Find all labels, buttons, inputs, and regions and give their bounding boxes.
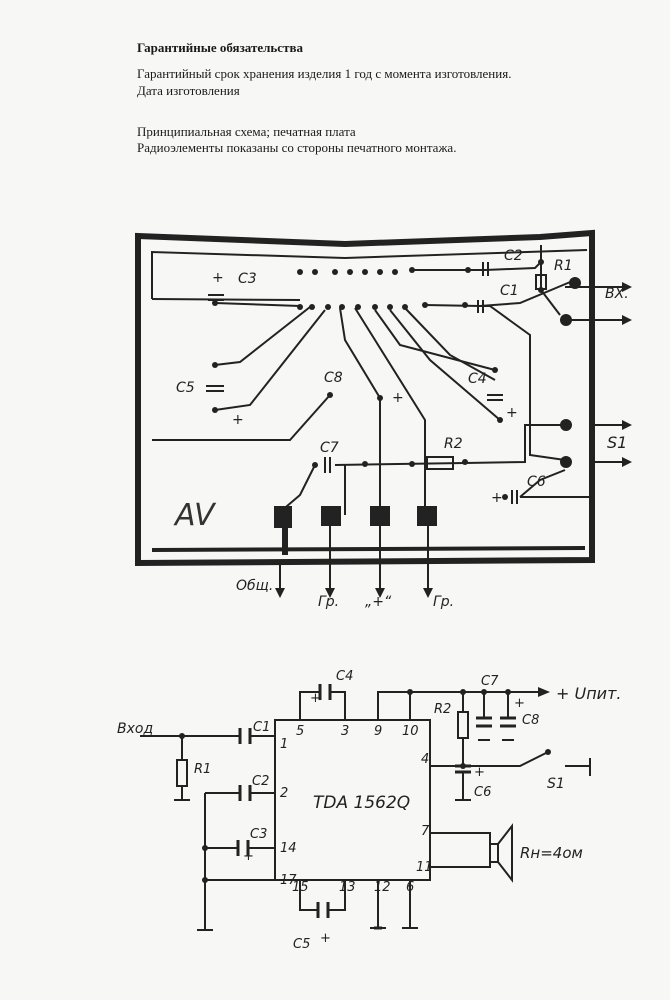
sch-label-r2: R2 <box>434 702 451 717</box>
pcb-label-c5: C5 <box>176 380 195 396</box>
pcb-label-s1: S1 <box>607 433 627 452</box>
sch-label-c7: C7 <box>481 674 499 689</box>
pcb-label-c3: C3 <box>238 271 257 287</box>
page-title: Гарантийные обязательства <box>137 40 303 55</box>
sch-label-c3: C3 <box>250 827 267 842</box>
pin-7: 7 <box>421 824 430 839</box>
pcb-label-input: ВХ. <box>605 286 629 302</box>
pcb-label-c6: C6 <box>527 474 546 490</box>
supply-label: + Uпит. <box>556 684 621 703</box>
sch-label-s1: S1 <box>547 776 565 792</box>
pcb-plus-c4: + <box>506 405 518 421</box>
ic-label: TDA 1562Q <box>313 793 410 813</box>
pin-6: 6 <box>406 880 414 895</box>
sch-label-c6: C6 <box>474 785 491 800</box>
sch-label-c2: C2 <box>252 774 269 789</box>
pcb-label-common: Общ. <box>236 578 273 594</box>
pcb-plus-c6: + <box>491 490 503 506</box>
sch-plus-c6: + <box>474 765 485 780</box>
sch-plus-c8: + <box>514 696 525 711</box>
pcb-label-c8: C8 <box>324 370 343 386</box>
pcb-label-gr-left: Гр. <box>318 594 339 610</box>
pcb-label-plus-out: „+“ <box>365 594 392 610</box>
pcb-plus-c3: + <box>212 270 224 286</box>
pin-13: 13 <box>339 880 356 895</box>
pin-2: 2 <box>280 786 288 801</box>
schematic-input-label: Вход <box>117 721 153 737</box>
board-logo: AV <box>173 498 217 533</box>
pin-12: 12 <box>374 880 391 895</box>
pin-15: 15 <box>292 880 309 895</box>
sch-label-c5: C5 <box>293 937 310 952</box>
pin-1: 1 <box>280 737 288 752</box>
pcb-label-c4: C4 <box>468 371 487 387</box>
pin-11: 11 <box>416 860 433 875</box>
pcb-drawing: C2 R1 C1 C3 C5 C8 C4 C7 R2 C6 ВХ. S1 Общ… <box>135 229 632 610</box>
pin-4: 4 <box>421 752 429 767</box>
sch-plus-c5: + <box>320 931 331 946</box>
schematic-caption: Принципиальная схема; печатная плата <box>137 124 356 139</box>
pin-5: 5 <box>296 724 304 739</box>
components-caption: Радиоэлементы показаны со стороны печатн… <box>137 140 457 155</box>
pin-14: 14 <box>280 841 297 856</box>
pin-10: 10 <box>402 724 419 739</box>
circuit-schematic: Вход C1 R1 C2 C3 + C4 + C7 + Uпит. R2 + … <box>117 669 621 952</box>
pcb-label-gr-right: Гр. <box>433 594 454 610</box>
pcb-plus-center: + <box>392 390 404 406</box>
load-label: Rн=4ом <box>520 844 583 862</box>
pcb-label-c1: C1 <box>500 283 519 299</box>
manufacture-date-label: Дата изготовления <box>137 83 240 98</box>
pin-17: 17 <box>280 873 297 888</box>
pcb-plus-c5: + <box>232 412 244 428</box>
sch-label-c4: C4 <box>336 669 353 684</box>
pin-9: 9 <box>374 724 382 739</box>
pcb-label-r1: R1 <box>554 258 573 274</box>
pcb-label-c7: C7 <box>320 440 339 456</box>
sch-label-c1: C1 <box>253 720 270 735</box>
pcb-label-r2: R2 <box>444 436 463 452</box>
sch-label-c8: C8 <box>522 713 539 728</box>
sch-plus-c4: + <box>310 691 321 706</box>
warranty-text: Гарантийный срок хранения изделия 1 год … <box>137 66 512 81</box>
pin-3: 3 <box>341 724 349 739</box>
sch-label-r1: R1 <box>194 762 211 777</box>
sch-plus-c3: + <box>243 849 254 864</box>
pcb-label-c2: C2 <box>504 248 523 264</box>
